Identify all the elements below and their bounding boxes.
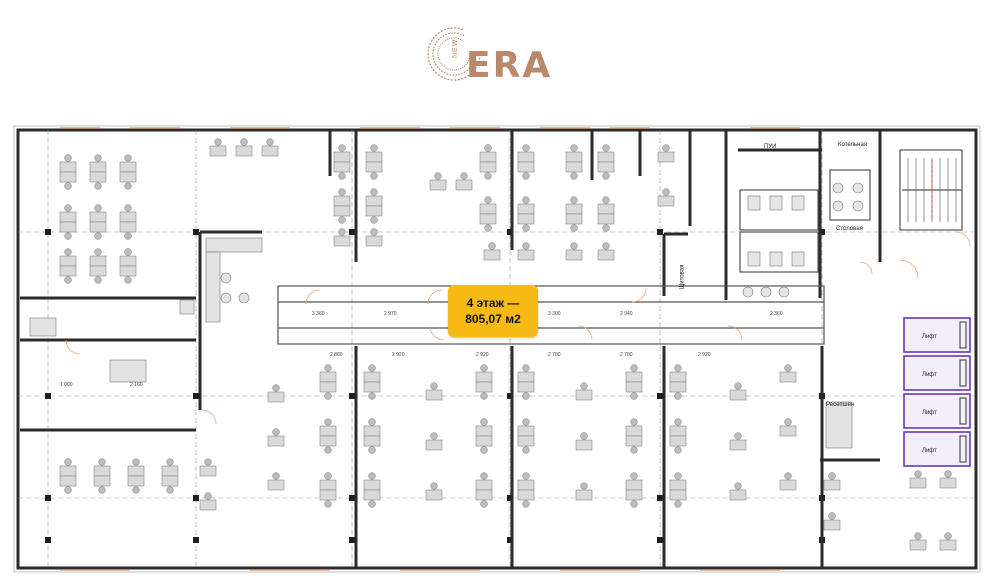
floor-area-badge: 4 этаж — 805,07 м2 xyxy=(448,285,538,337)
room-label-dining: Столовая xyxy=(836,226,863,232)
svg-text:3 360: 3 360 xyxy=(312,311,325,317)
era-logo-mark xyxy=(427,18,490,81)
svg-text:2 160: 2 160 xyxy=(130,382,143,388)
room-label-reception: Ресепшен xyxy=(826,402,855,408)
lift-label-4: Лифт xyxy=(922,448,937,454)
svg-text:2 880: 2 880 xyxy=(330,352,343,358)
svg-text:3 300: 3 300 xyxy=(548,311,561,317)
room-label-boiler: Котельная xyxy=(838,142,868,148)
lift-label-1: Лифт xyxy=(922,334,937,340)
svg-text:2 780: 2 780 xyxy=(620,352,633,358)
lift-label-2: Лифт xyxy=(922,372,937,378)
svg-text:2 360: 2 360 xyxy=(770,311,783,317)
svg-text:2 920: 2 920 xyxy=(392,352,405,358)
svg-text:2 920: 2 920 xyxy=(698,352,711,358)
svg-text:2 940: 2 940 xyxy=(620,311,633,317)
svg-text:2 920: 2 920 xyxy=(476,352,489,358)
floor-area-value: 805,07 м2 xyxy=(465,312,521,326)
floor-label: 4 этаж — xyxy=(466,295,520,310)
lift-label-3: Лифт xyxy=(922,410,937,416)
svg-text:2 780: 2 780 xyxy=(548,352,561,358)
logo-brand-text: ERA xyxy=(466,45,553,86)
room-label-wc: ПУИ xyxy=(764,144,777,150)
room-label-electrical: Щитовая xyxy=(679,264,686,290)
svg-text:2 970: 2 970 xyxy=(384,311,397,317)
svg-text:1 000: 1 000 xyxy=(60,382,73,388)
